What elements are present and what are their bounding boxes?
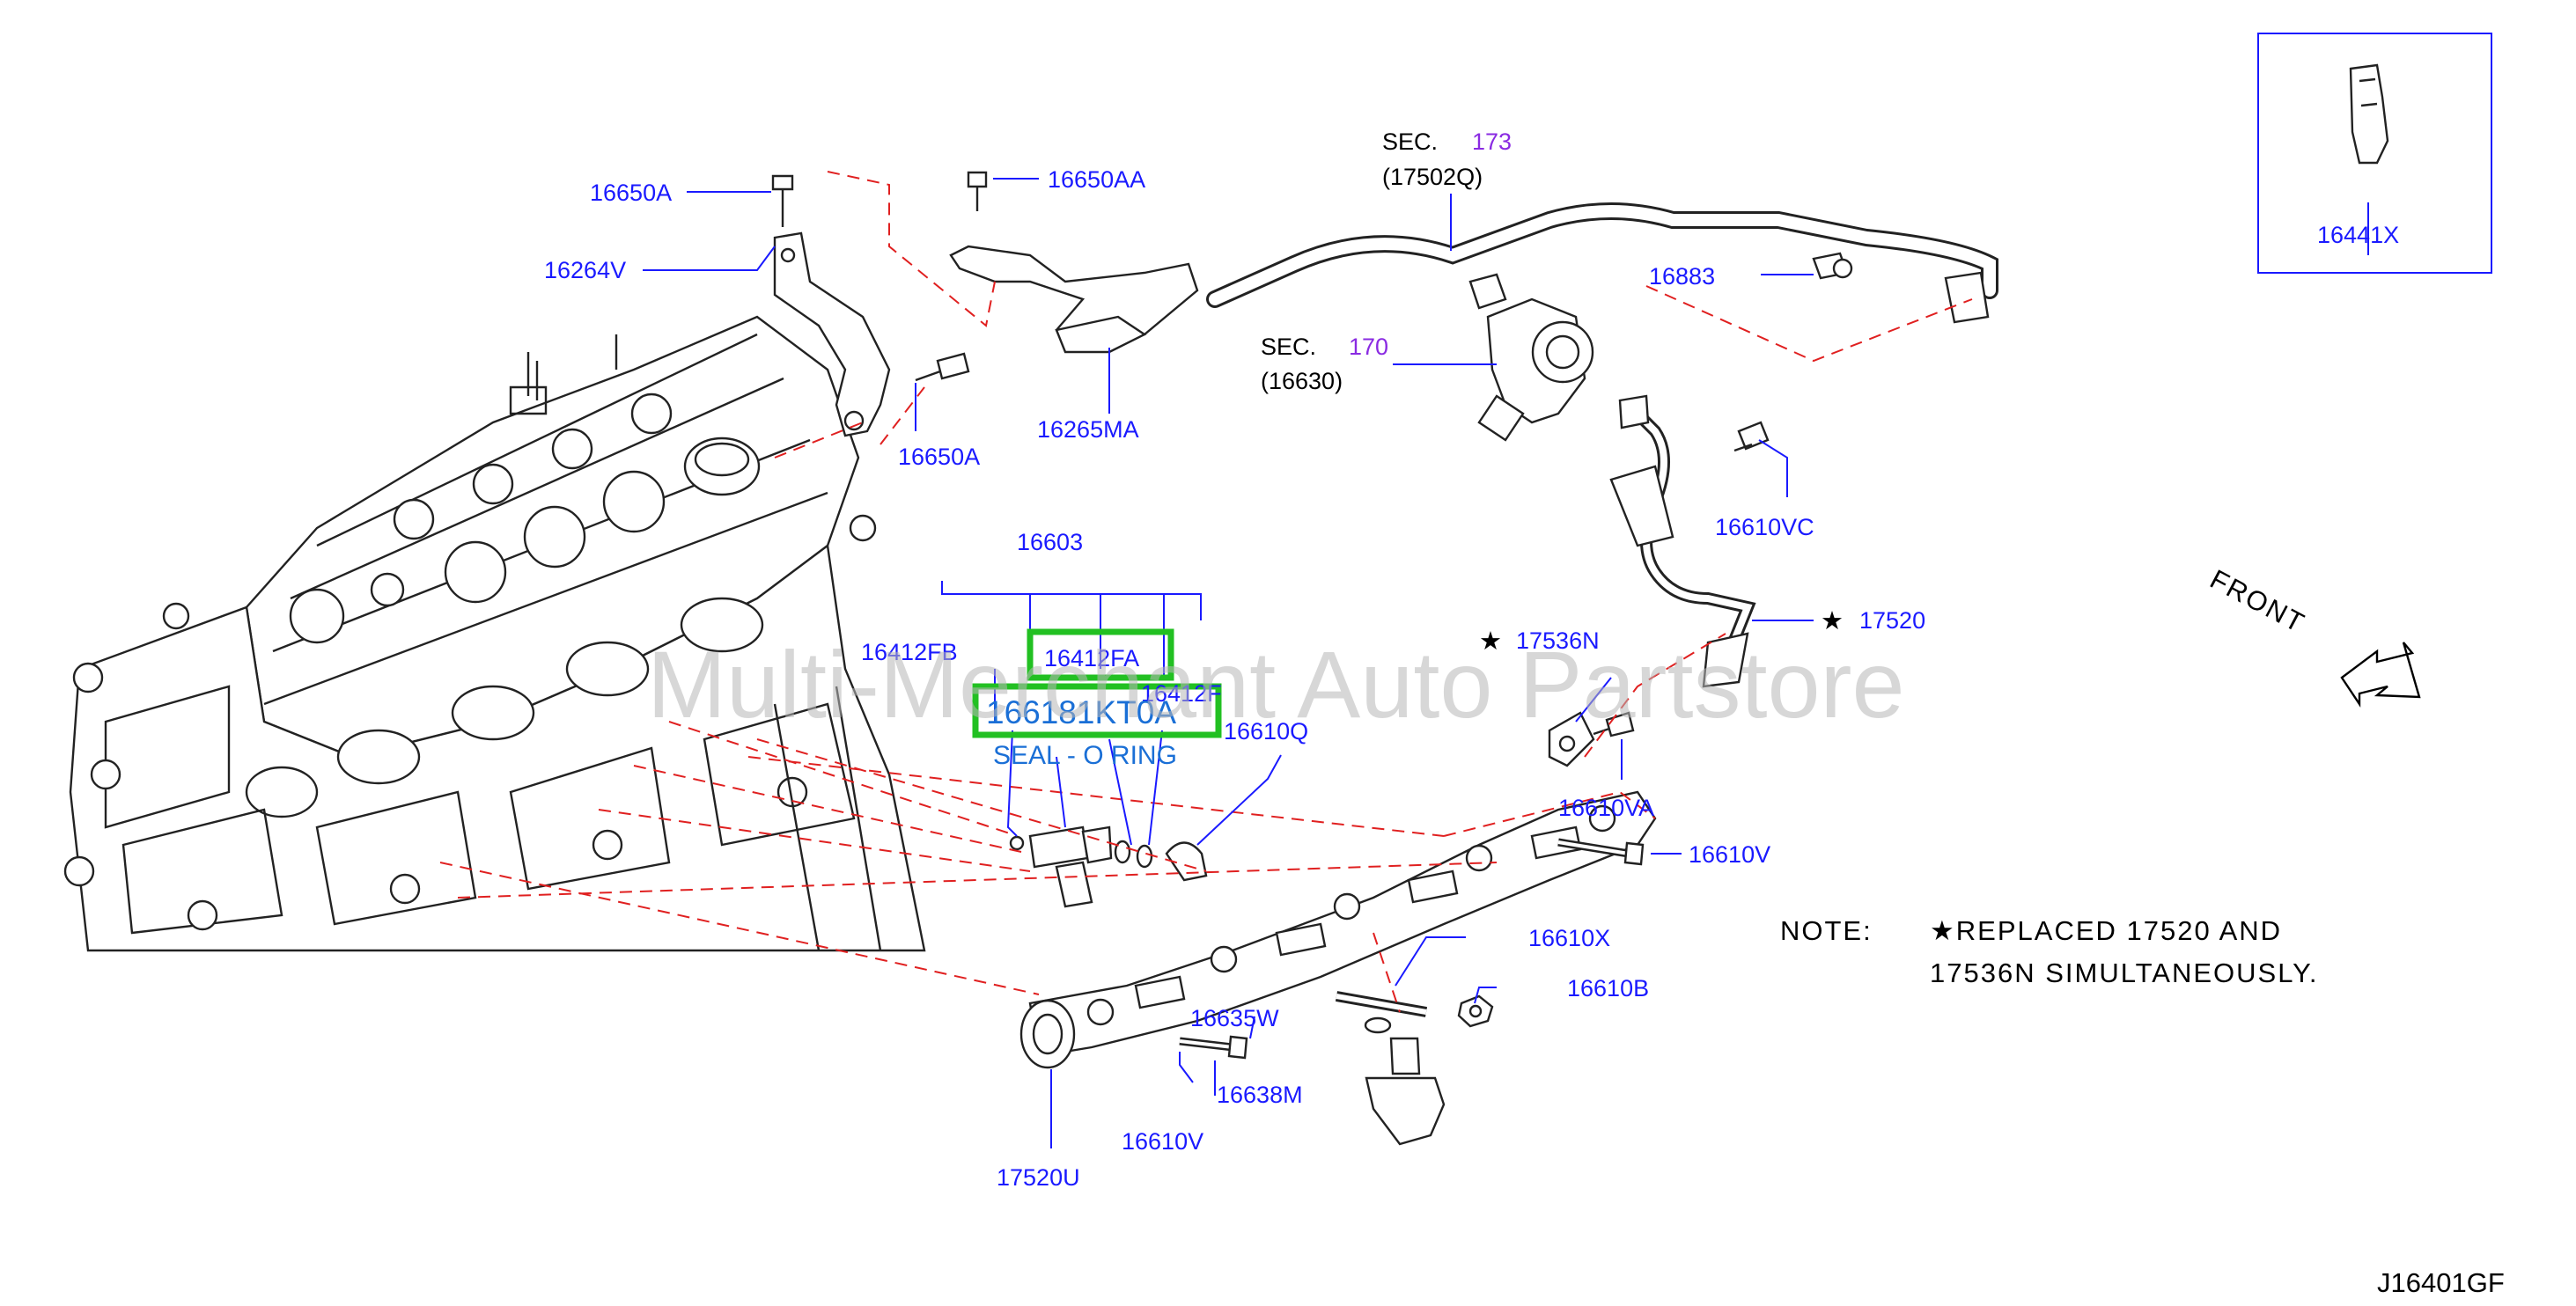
sensor-16638M bbox=[1364, 1016, 1446, 1146]
label-16441X: 16441X bbox=[2317, 222, 2399, 248]
bolt-16650A-top bbox=[771, 174, 794, 227]
clip-16883 bbox=[1812, 252, 1853, 280]
nut-16610B bbox=[1457, 994, 1494, 1028]
label-16610VA: 16610VA bbox=[1558, 795, 1654, 821]
label-16638M: 16638M bbox=[1217, 1082, 1303, 1108]
stud-16610X bbox=[1335, 991, 1428, 1017]
label-16412F: 16412F bbox=[1141, 680, 1222, 707]
part-labels: 16650A 16650AA 16264V 16650A 16265MA SEC… bbox=[544, 128, 2399, 1191]
engine-cylinder-head bbox=[63, 315, 926, 952]
bolt-16610VC bbox=[1733, 421, 1770, 452]
label-16635W: 16635W bbox=[1190, 1005, 1279, 1031]
bolt-16610V-right bbox=[1557, 838, 1645, 866]
clip-16610Q bbox=[1165, 841, 1208, 882]
label-seal-o-ring: SEAL - O RING bbox=[993, 741, 1177, 770]
label-16650A-mid: 16650A bbox=[898, 444, 980, 470]
label-16650A-top: 16650A bbox=[590, 180, 672, 206]
note-block: NOTE: ★REPLACED 17520 AND 17536N SIMULTA… bbox=[1780, 915, 2318, 988]
label-16610V-bottom: 16610V bbox=[1122, 1128, 1203, 1155]
label-16610Q: 16610Q bbox=[1224, 718, 1308, 745]
injector-assembly bbox=[1009, 825, 1153, 908]
label-166181KT0A: 166181KT0A bbox=[986, 694, 1176, 730]
vacuum-hose-17502Q bbox=[1206, 202, 1998, 324]
label-16264V: 16264V bbox=[544, 257, 626, 283]
note-title: NOTE: bbox=[1780, 915, 1873, 946]
label-17520: 17520 bbox=[1859, 607, 1925, 634]
label-front: FRONT bbox=[2205, 563, 2311, 639]
label-16650AA: 16650AA bbox=[1048, 166, 1145, 193]
high-pressure-line-17520 bbox=[1609, 394, 1756, 688]
label-sec-number-173: 173 bbox=[1472, 128, 1512, 155]
bolt-16650AA bbox=[967, 171, 988, 211]
label-sec-prefix-173: SEC. bbox=[1382, 128, 1438, 155]
note-line-2: 17536N SIMULTANEOUSLY. bbox=[1930, 957, 2318, 988]
label-16412FB: 16412FB bbox=[861, 639, 958, 665]
label-16610VC: 16610VC bbox=[1715, 514, 1814, 540]
diagram-code: J16401GF bbox=[2377, 1267, 2505, 1298]
assembly-guide-lines bbox=[439, 171, 1973, 1013]
label-16412FA: 16412FA bbox=[1044, 645, 1139, 671]
inset-16441X bbox=[2257, 33, 2492, 274]
high-pressure-pump-16630 bbox=[1468, 273, 1594, 442]
sensor-17536N bbox=[1548, 711, 1595, 767]
leader-lines bbox=[643, 178, 2369, 1148]
label-16630: (16630) bbox=[1261, 368, 1343, 394]
label-16603: 16603 bbox=[1017, 529, 1083, 555]
highlight-box-16412FA bbox=[1027, 628, 1174, 681]
fuel-rail-17520U bbox=[1019, 790, 1657, 1069]
bolt-16650A-mid bbox=[915, 352, 970, 382]
star-icon-17536N: ★ bbox=[1479, 627, 1502, 656]
label-16610B: 16610B bbox=[1567, 975, 1649, 1002]
highlight-box-166181KT0A bbox=[972, 683, 1222, 738]
label-sec-number-170: 170 bbox=[1349, 334, 1388, 360]
label-16610V-right: 16610V bbox=[1689, 841, 1770, 868]
label-17502Q: (17502Q) bbox=[1382, 164, 1483, 190]
label-16610X: 16610X bbox=[1528, 925, 1610, 951]
label-16265MA: 16265MA bbox=[1037, 416, 1139, 443]
label-17536N: 17536N bbox=[1516, 627, 1600, 654]
label-sec-prefix-170: SEC. bbox=[1261, 334, 1316, 360]
note-line-1: ★REPLACED 17520 AND bbox=[1930, 915, 2282, 946]
star-icon-17520: ★ bbox=[1821, 607, 1844, 635]
heat-shield-16265MA bbox=[949, 245, 1199, 354]
bolt-16610V-bottom bbox=[1179, 1035, 1248, 1060]
label-17520U: 17520U bbox=[997, 1164, 1080, 1191]
front-arrow-icon bbox=[2340, 642, 2421, 708]
label-16883: 16883 bbox=[1649, 263, 1715, 290]
watermark: Multi-Merchant Auto Partstore bbox=[647, 631, 1905, 737]
